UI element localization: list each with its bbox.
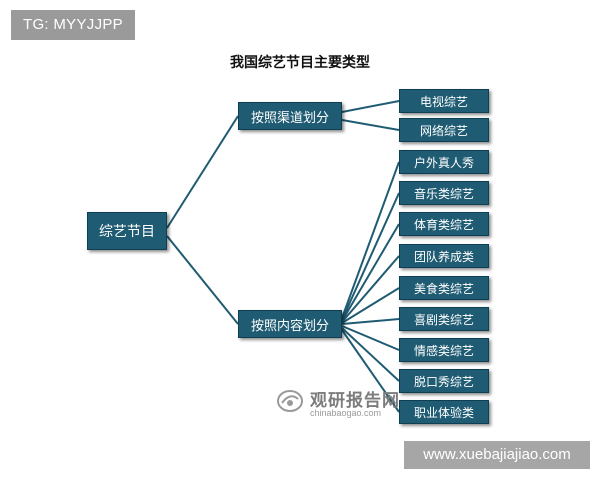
watermark-brand: 观研报告网 [310,391,400,410]
watermark-logo-icon [277,390,303,412]
watermark-domain: chinabaogao.com [310,408,382,418]
leaf-online-variety: 网络综艺 [399,118,489,142]
connector-content-6 [341,318,400,325]
leaf-food-variety: 美食类综艺 [399,276,489,300]
leaf-outdoor-reality: 户外真人秀 [399,150,489,174]
footer-url-badge: www.xuebajiajiao.com [404,441,590,469]
connector-content-8 [341,327,400,382]
connector-content-3 [341,223,400,322]
leaf-sports-variety: 体育类综艺 [399,212,489,236]
leaf-talkshow-variety: 脱口秀综艺 [399,369,489,393]
leaf-emotion-variety: 情感类综艺 [399,338,489,362]
branch-content: 按照内容划分 [238,310,342,338]
connector-content-5 [341,287,400,324]
leaf-music-variety: 音乐类综艺 [399,181,489,205]
connector-content-4 [341,255,400,323]
root-node: 综艺节目 [87,212,167,250]
connector-content-7 [341,325,400,351]
leaf-tv-variety: 电视综艺 [399,89,489,113]
leaf-comedy-variety: 喜剧类综艺 [399,307,489,331]
connector-content-2 [341,192,400,321]
connector-content-9 [341,329,400,413]
tg-badge: TG: MYYJJPP [11,10,135,40]
connector-channel-tv [341,100,400,113]
diagram-title: 我国综艺节目主要类型 [230,55,370,71]
leaf-career-experience: 职业体验类 [399,400,489,424]
connector-root-content [166,235,239,325]
connector-root-channel [166,115,239,229]
connector-content-1 [341,161,400,319]
branch-channel: 按照渠道划分 [238,102,342,130]
leaf-team-training: 团队养成类 [399,244,489,268]
connector-channel-net [341,119,400,131]
